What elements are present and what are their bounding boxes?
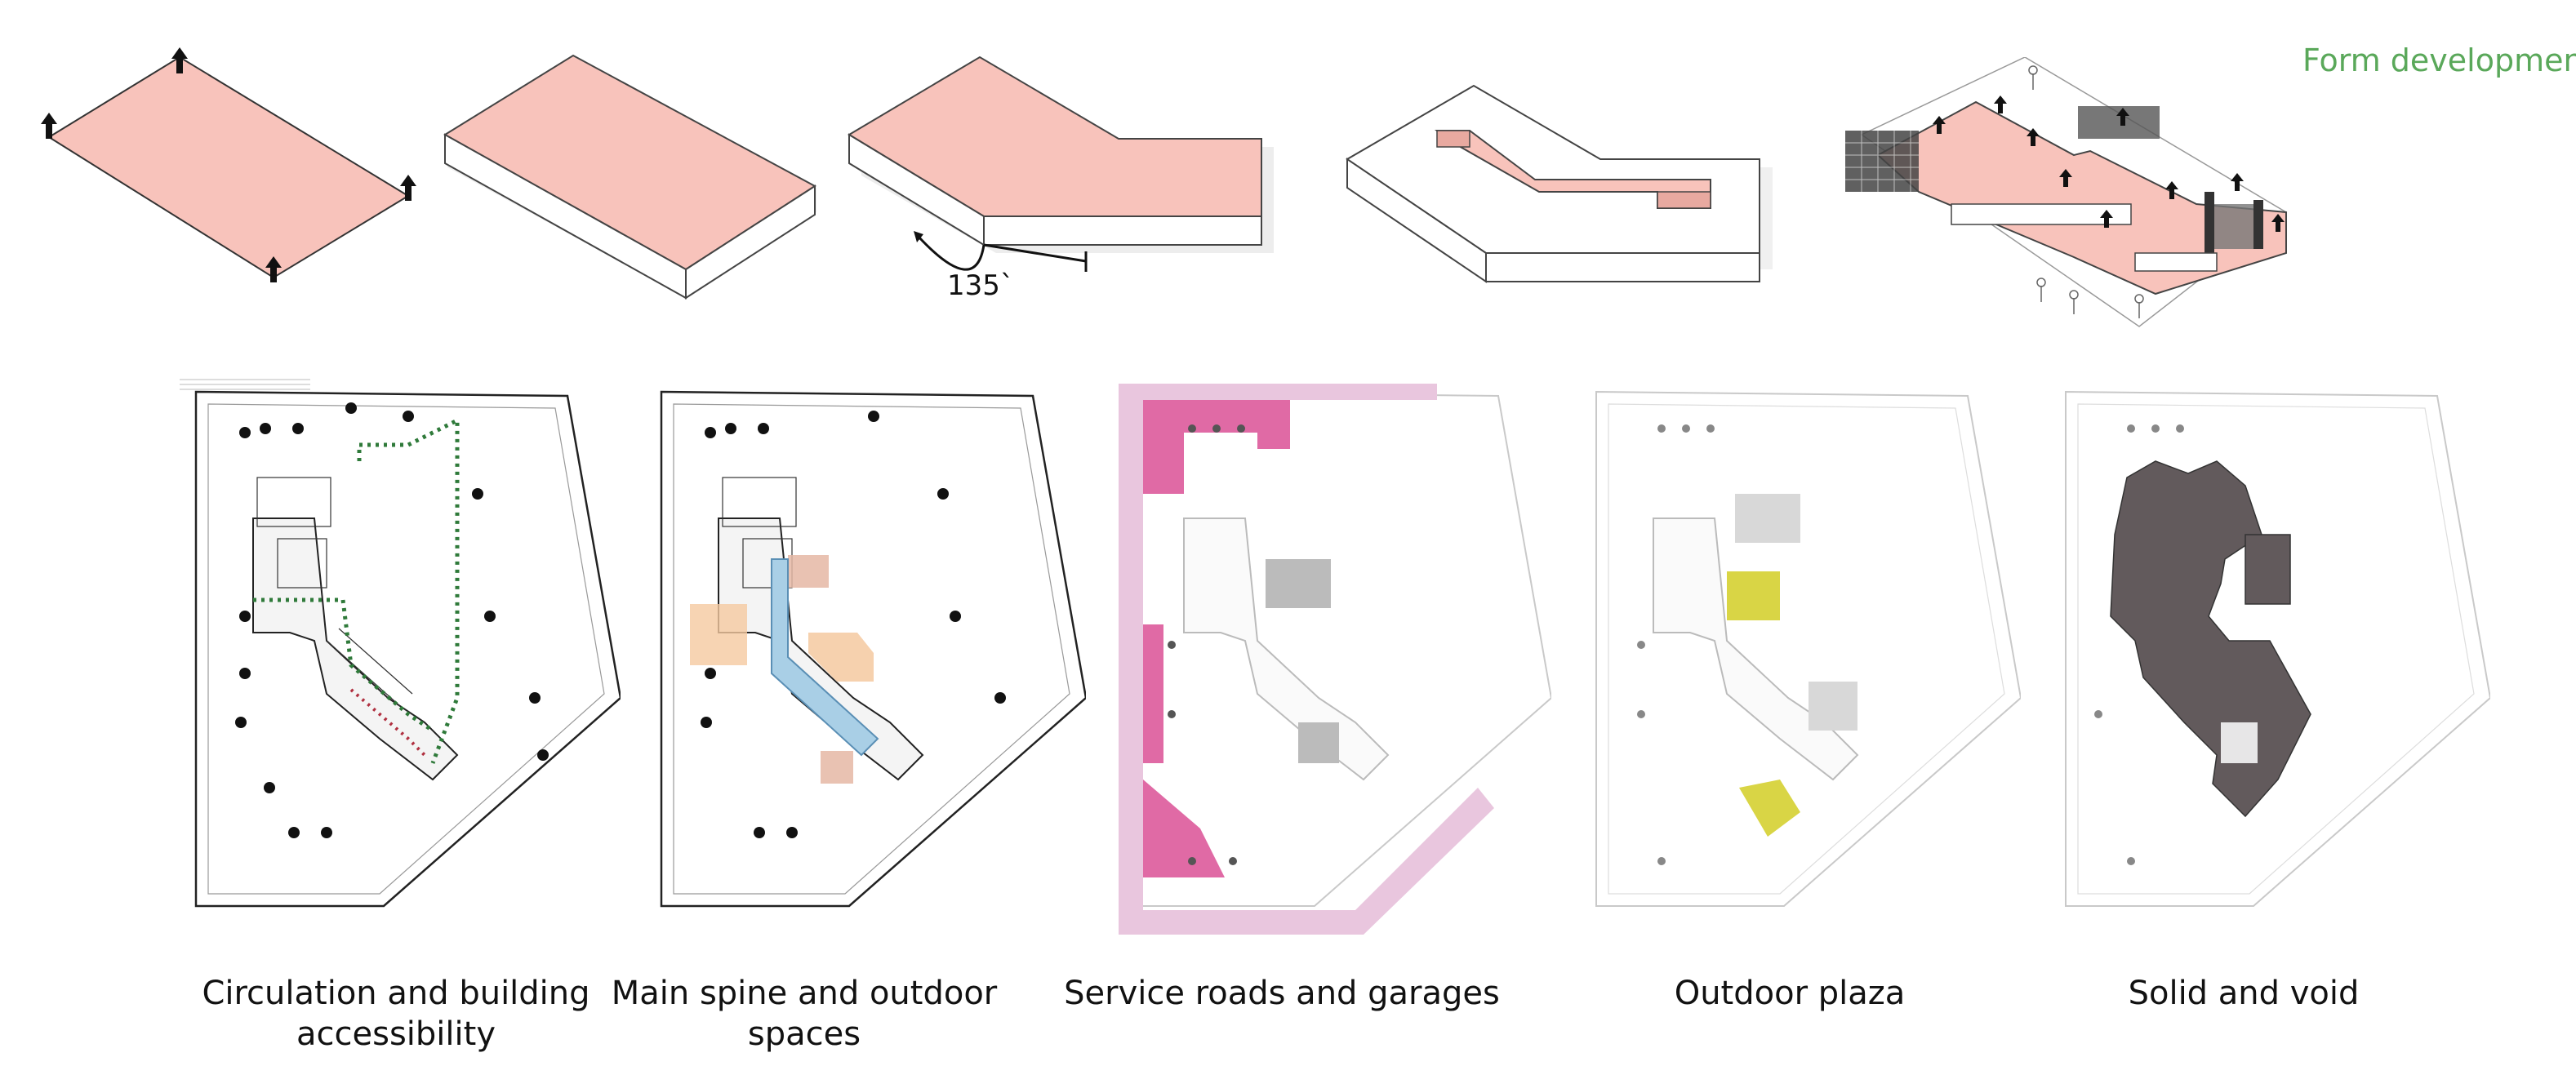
form-step-4-diagram [1346,84,1773,283]
form-step-1-diagram [41,47,416,282]
arrow-up-icon [41,47,416,282]
plan-caption: Service roads and garages [1064,975,1500,1012]
form-step-5-diagram [1845,57,2288,327]
angle-label: 135` [947,269,1014,302]
site-plan-outdoor-plaza [1595,390,2021,907]
arrow-up-icon [1933,96,2285,232]
plan-caption: Outdoor plaza [1674,975,1906,1012]
plan-caption: Solid and void [2128,975,2360,1012]
form-step-2-diagram [443,54,816,300]
site-plan-solid-void [2065,390,2490,907]
form-step-3-diagram [848,56,1274,272]
page-title: Form development [2302,42,2576,78]
plan-caption: Main spine and outdoor spaces [611,975,998,1053]
site-plan-service-roads [1119,384,1551,935]
plan-caption: Circulation and building accessibility [202,975,590,1053]
site-plan-circulation [180,379,621,908]
site-plan-main-spine [660,390,1086,908]
